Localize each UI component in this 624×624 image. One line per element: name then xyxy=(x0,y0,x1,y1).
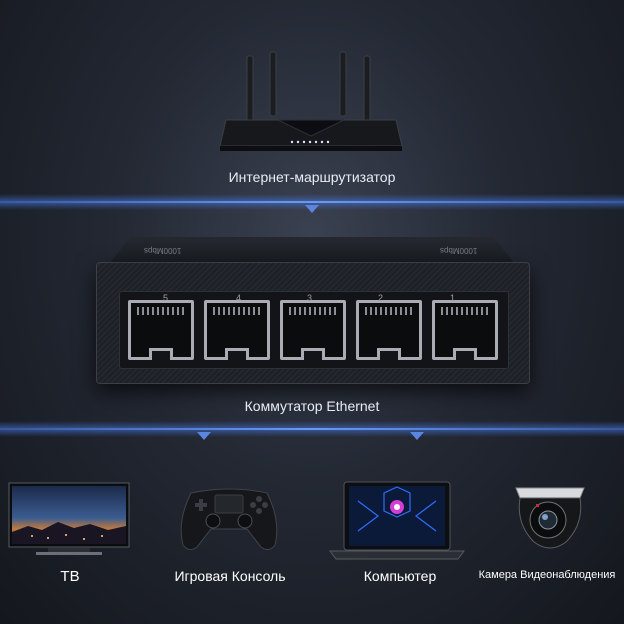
router-icon xyxy=(219,51,403,151)
port-panel xyxy=(119,291,509,369)
device-console xyxy=(177,483,281,555)
switch-brand-text-right: 1000Mbps xyxy=(440,246,478,255)
ethernet-port-3[interactable] xyxy=(280,300,346,360)
arrow-down-icon xyxy=(305,205,319,213)
ethernet-port-5[interactable] xyxy=(128,300,194,360)
switch-label: Коммутатор Ethernet xyxy=(244,398,380,414)
dome-camera-icon xyxy=(515,487,585,549)
switch-top-panel: 1000Mbps 1000Mbps xyxy=(110,237,514,263)
port-number: 4 xyxy=(236,293,242,303)
switch-brand-text: 1000Mbps xyxy=(144,246,182,255)
router-illustration xyxy=(218,50,404,156)
laptop-icon xyxy=(329,481,465,560)
device-label-tv: ТВ xyxy=(60,568,80,585)
device-label-computer: Компьютер xyxy=(363,568,437,584)
device-computer xyxy=(328,481,466,561)
port-number: 2 xyxy=(378,293,384,303)
router-label: Интернет-маршрутизатор xyxy=(228,169,396,185)
port-number: 5 xyxy=(163,293,169,303)
gamepad-icon xyxy=(180,488,278,551)
device-label-console: Игровая Консоль xyxy=(174,568,286,584)
switch-front-panel: 5 4 3 2 1 xyxy=(96,262,530,384)
ethernet-port-1[interactable] xyxy=(432,300,498,360)
arrow-down-icon xyxy=(410,432,424,440)
device-label-camera: Камера Видеонаблюдения xyxy=(478,569,616,581)
ethernet-port-4[interactable] xyxy=(204,300,270,360)
connection-line-top xyxy=(0,194,624,210)
tv-icon xyxy=(8,482,130,555)
device-tv xyxy=(8,482,130,560)
port-number: 1 xyxy=(450,293,456,303)
connection-line-bottom xyxy=(0,421,624,437)
port-number: 3 xyxy=(307,293,313,303)
arrow-down-icon xyxy=(197,432,211,440)
device-camera xyxy=(506,484,594,556)
ethernet-port-2[interactable] xyxy=(356,300,422,360)
